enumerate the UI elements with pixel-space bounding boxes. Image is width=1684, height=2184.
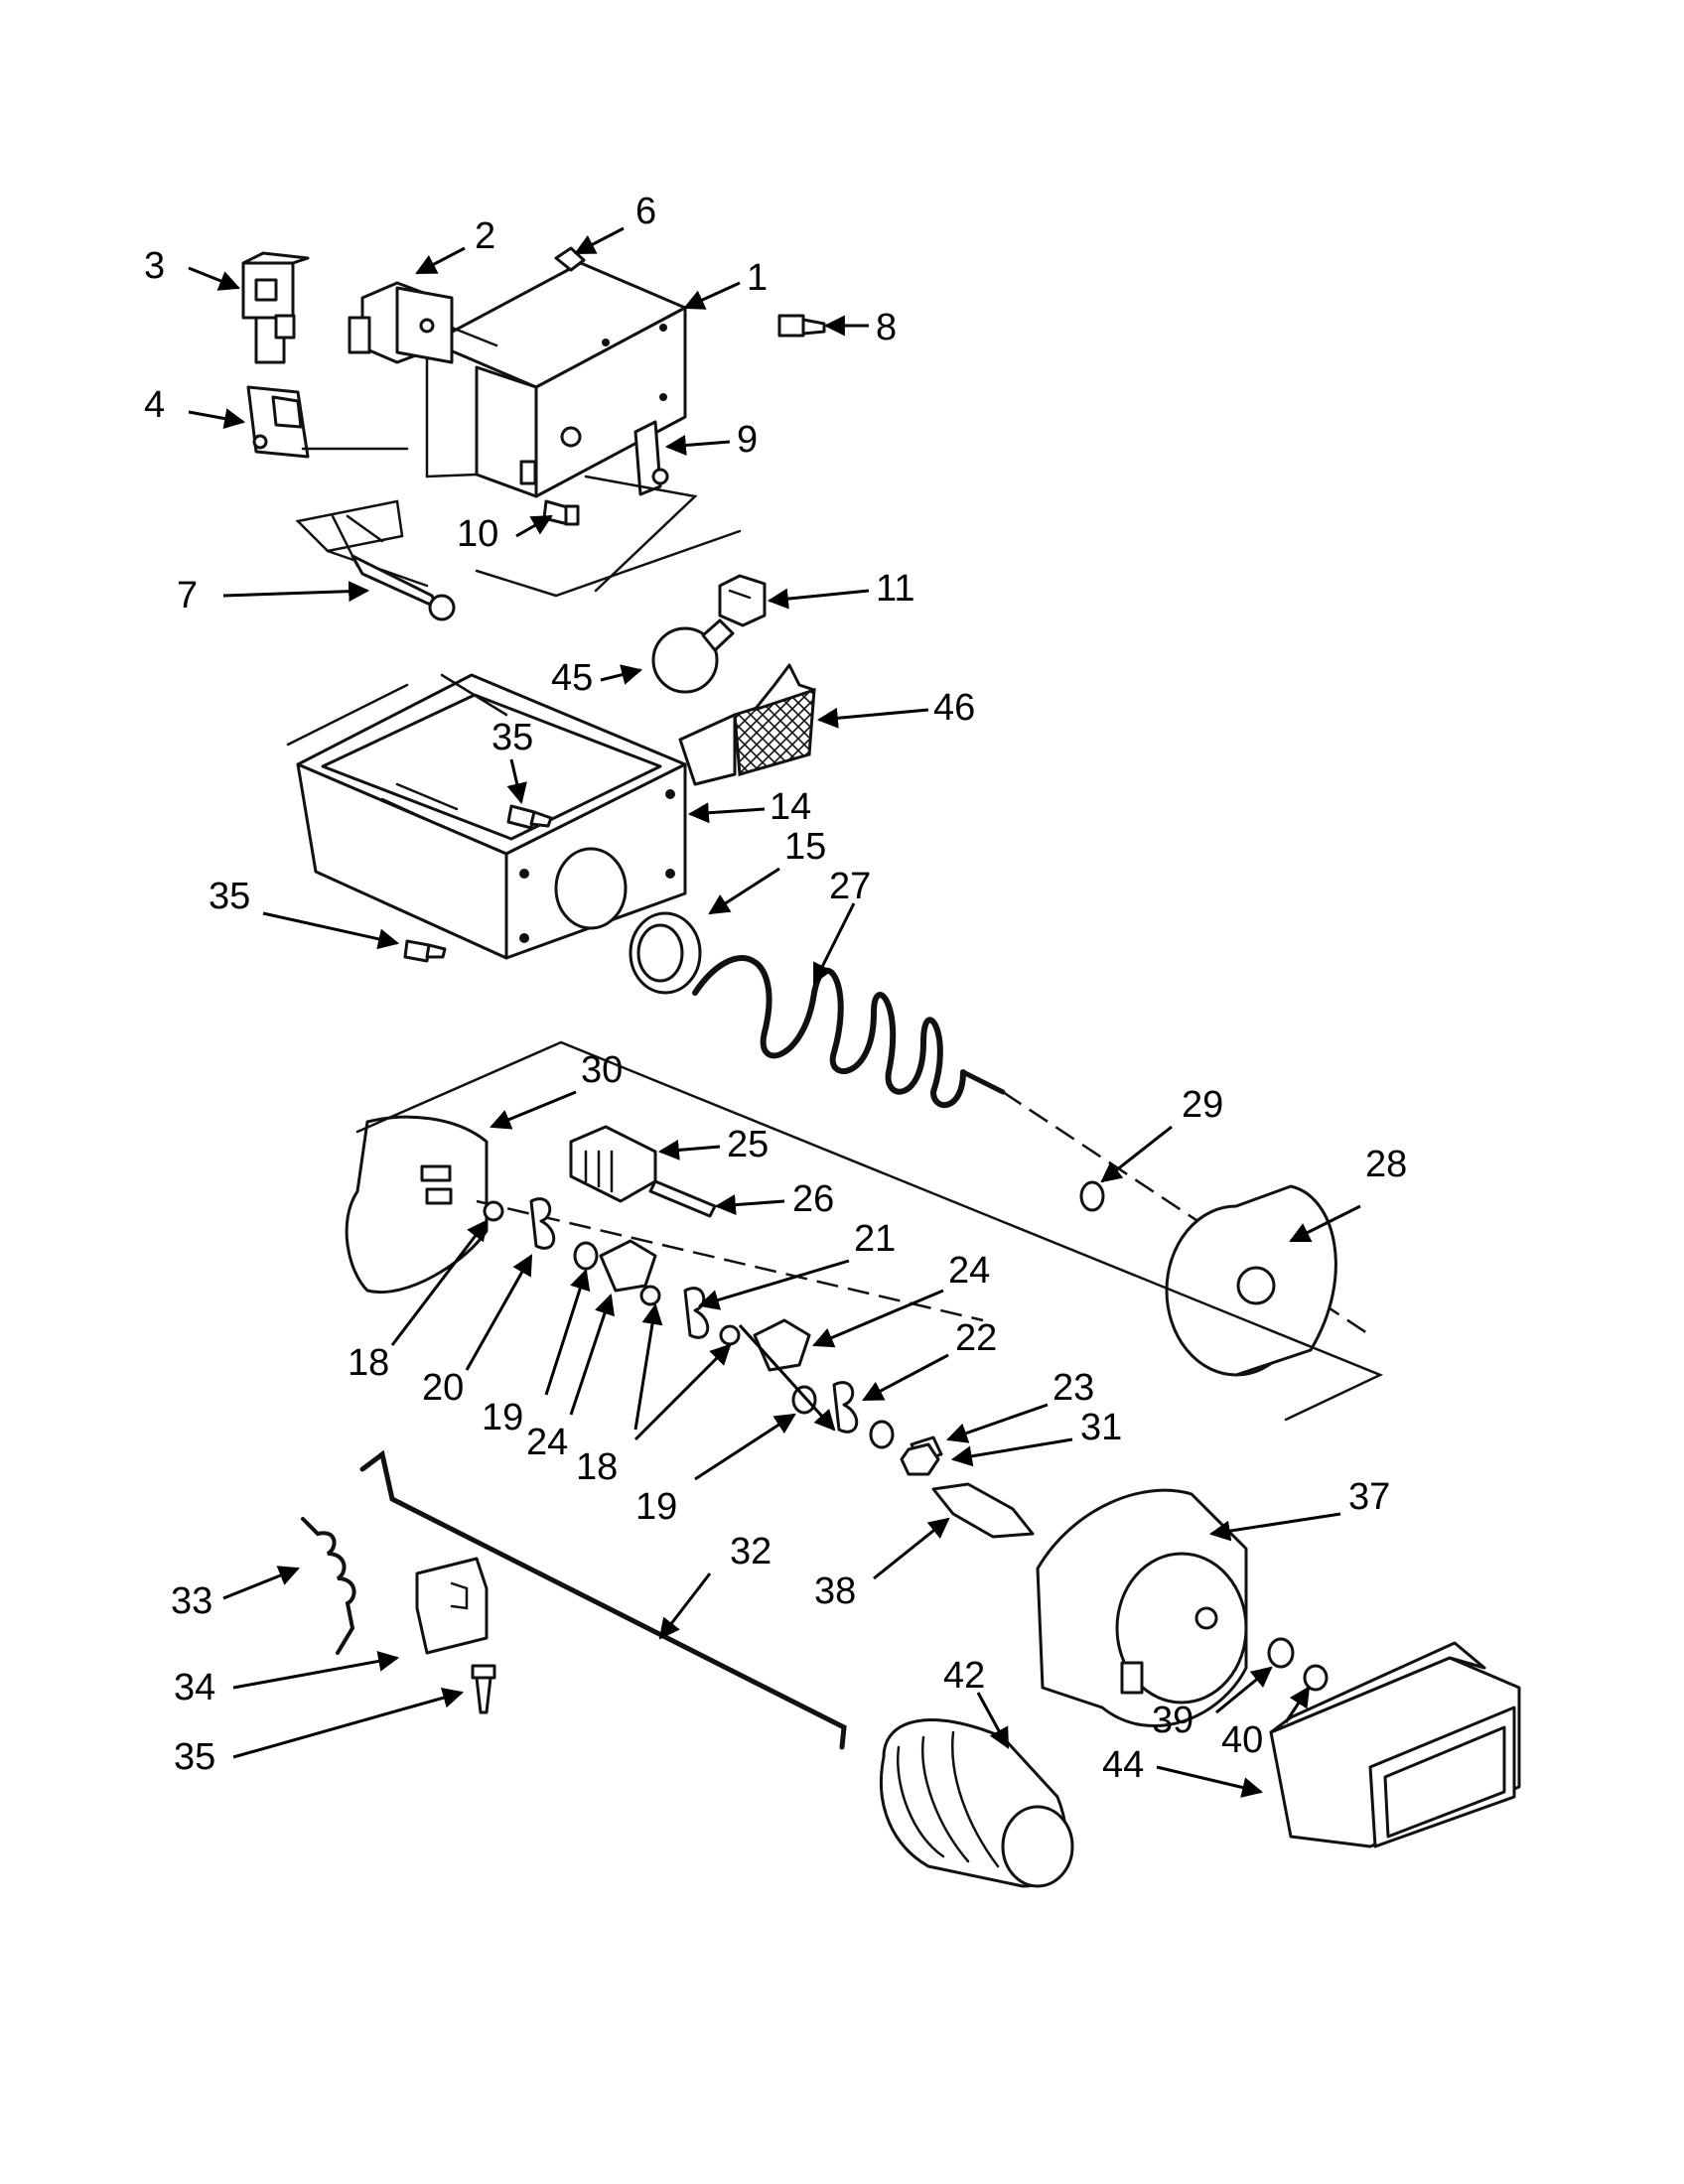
part-35-screw-upper bbox=[506, 804, 553, 830]
part-26-shaft bbox=[648, 1179, 717, 1218]
callout-38: 38 bbox=[814, 1570, 856, 1612]
part-31-nut bbox=[900, 1442, 940, 1476]
part-45-light-bulb bbox=[651, 618, 735, 694]
part-2-timer bbox=[348, 281, 498, 364]
part-40-washer bbox=[1303, 1664, 1329, 1692]
callout-30: 30 bbox=[581, 1049, 623, 1091]
callout-21: 21 bbox=[854, 1218, 896, 1260]
callout-32: 32 bbox=[730, 1531, 772, 1572]
part-44-cover bbox=[1269, 1641, 1521, 1848]
part-7-wire-harness bbox=[295, 499, 456, 621]
part-10-screw bbox=[542, 499, 580, 526]
callout-22: 22 bbox=[955, 1317, 997, 1359]
callout-15: 15 bbox=[784, 826, 826, 868]
callout-39: 39 bbox=[1152, 1700, 1193, 1741]
callout-37: 37 bbox=[1348, 1476, 1390, 1518]
part-9-bracket bbox=[633, 420, 669, 496]
callout-42: 42 bbox=[943, 1655, 985, 1697]
callout-24a: 24 bbox=[948, 1250, 990, 1292]
part-38-bracket bbox=[931, 1482, 1035, 1539]
callout-45: 45 bbox=[551, 657, 593, 699]
callout-18a: 18 bbox=[348, 1342, 389, 1384]
callout-4: 4 bbox=[144, 384, 165, 426]
callout-27: 27 bbox=[829, 866, 871, 907]
part-32-rod bbox=[359, 1449, 847, 1750]
callout-3: 3 bbox=[144, 245, 165, 287]
part-37-motor-housing bbox=[1036, 1488, 1248, 1728]
part-25-crusher bbox=[569, 1125, 657, 1203]
callout-24b: 24 bbox=[526, 1422, 568, 1463]
callout-9: 9 bbox=[737, 419, 758, 461]
part-3-solenoid bbox=[241, 251, 310, 364]
part-30-plate bbox=[345, 1115, 489, 1294]
part-34-bracket bbox=[415, 1557, 489, 1655]
part-15-bearing bbox=[629, 911, 702, 995]
part-4-bracket bbox=[246, 385, 409, 459]
callout-19b: 19 bbox=[635, 1486, 677, 1528]
part-33-spring bbox=[301, 1517, 356, 1655]
callout-19a: 19 bbox=[482, 1397, 523, 1438]
part-35-screw-left bbox=[403, 939, 447, 963]
part-46-light-cover bbox=[678, 663, 816, 786]
part-14-ice-bin-housing bbox=[286, 673, 687, 960]
callout-labels: 1 2 3 4 6 7 8 9 10 11 14 15 18 18 19 19 … bbox=[144, 191, 1407, 1786]
callout-20: 20 bbox=[422, 1367, 464, 1409]
part-8-screw bbox=[777, 314, 826, 338]
callout-35-upper: 35 bbox=[491, 717, 533, 758]
callout-31: 31 bbox=[1080, 1407, 1122, 1448]
callout-34: 34 bbox=[174, 1667, 215, 1708]
callout-35-lower: 35 bbox=[174, 1736, 215, 1778]
callout-10: 10 bbox=[457, 513, 498, 555]
callout-18b: 18 bbox=[576, 1446, 618, 1488]
part-27-auger bbox=[692, 955, 1006, 1109]
callout-6: 6 bbox=[635, 191, 656, 232]
callout-11: 11 bbox=[876, 568, 914, 610]
callout-7: 7 bbox=[177, 575, 198, 616]
callout-44: 44 bbox=[1102, 1744, 1144, 1786]
part-6-clip bbox=[554, 246, 586, 272]
callout-1: 1 bbox=[747, 257, 768, 299]
callout-33: 33 bbox=[171, 1580, 212, 1622]
callout-29: 29 bbox=[1182, 1084, 1223, 1126]
part-11-lamp-socket bbox=[718, 574, 767, 627]
callout-40: 40 bbox=[1221, 1719, 1263, 1761]
callout-25: 25 bbox=[727, 1124, 769, 1165]
part-39-washer bbox=[1267, 1637, 1295, 1669]
callout-26: 26 bbox=[792, 1178, 834, 1220]
part-42-duct bbox=[879, 1718, 1074, 1888]
assembly-guide-lines bbox=[355, 475, 1384, 1422]
callout-23: 23 bbox=[1052, 1367, 1094, 1409]
callout-8: 8 bbox=[876, 307, 897, 348]
part-35-screw-lower bbox=[471, 1664, 496, 1714]
leader-lines bbox=[188, 226, 1361, 1798]
part-1-control-housing bbox=[425, 261, 687, 498]
callout-14: 14 bbox=[770, 786, 811, 828]
callout-28: 28 bbox=[1365, 1144, 1407, 1185]
callout-2: 2 bbox=[475, 215, 495, 257]
callout-46: 46 bbox=[933, 687, 975, 729]
callout-35-left: 35 bbox=[209, 876, 250, 917]
